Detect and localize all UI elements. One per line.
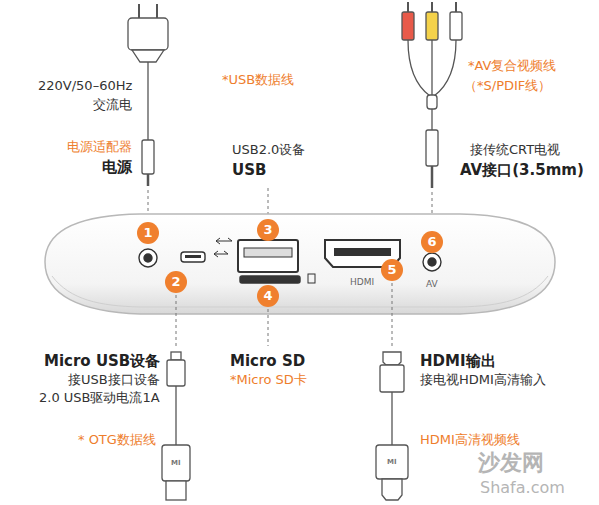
port-name: HDMI输出 [420,352,496,370]
leader-line [268,188,269,216]
port-name: Micro SD [230,352,305,370]
port-name: 电源 [102,158,132,176]
accessory-name: *Micro SD卡 [230,372,307,388]
power-adapter [128,4,168,186]
watermark: 沙发网 [478,450,544,476]
callout-number: 5 [381,259,403,281]
device-rim [52,276,548,307]
leader-line [176,295,177,348]
brand-logo: MI [387,458,397,466]
port-marking: AV [426,279,438,290]
spec-text: 220V/50–60Hz [38,78,132,94]
spec-text: 接USB接口设备 [68,372,160,388]
leader-line [268,309,269,346]
hdmi-cable [376,352,408,500]
port-name: Micro USB设备 [44,352,160,370]
port-marking: HDMI [350,277,374,288]
callout-number: 2 [165,271,187,293]
port-name: USB [232,161,266,179]
spec-text: USB2.0设备 [232,142,305,158]
otg-cable [162,352,190,500]
callout-number: 3 [257,219,279,241]
accessory-name: HDMI高清视频线 [420,432,520,448]
spec-text: 2.0 USB驱动电流1A [39,390,160,406]
accessory-name: （*S/PDIF线） [464,78,551,94]
callout-number: 4 [257,285,279,307]
callout-number: 6 [421,231,443,253]
callout-number: 1 [137,222,159,244]
leader-line [392,283,393,348]
spec-text: 交流电 [93,97,132,113]
av-cable [402,2,462,188]
device-body [45,214,555,314]
brand-logo: MI [171,459,181,467]
accessory-name: *USB数据线 [222,72,294,88]
accessory-name: * OTG数据线 [78,432,156,448]
accessory-name: 电源适配器 [67,139,132,155]
spec-text: 接传统CRT电视 [470,142,560,158]
watermark: Shafa.com [480,478,565,497]
spec-text: 接电视HDMI高清输入 [420,372,546,388]
accessory-name: *AV复合视频线 [468,58,556,74]
port-name: AV接口(3.5mm) [460,161,584,179]
